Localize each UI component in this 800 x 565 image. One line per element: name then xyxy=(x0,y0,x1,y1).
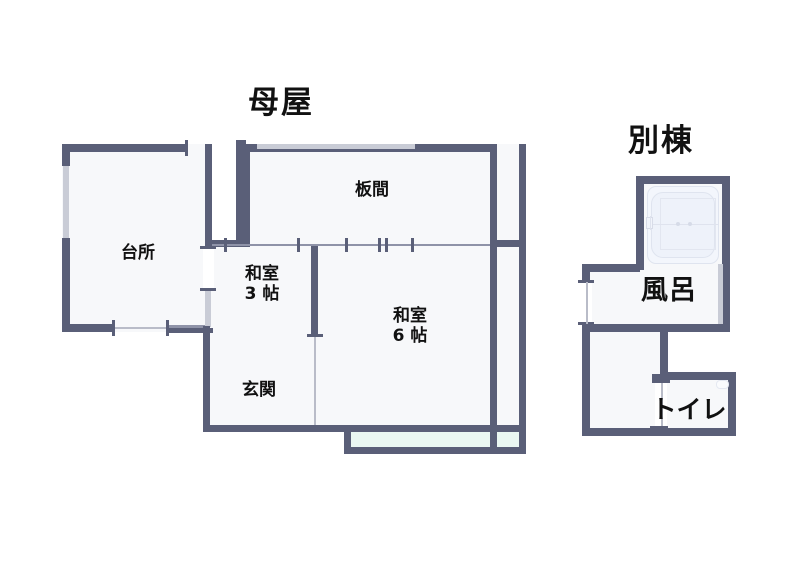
tick-fusuma-2 xyxy=(297,238,300,252)
wall-corridor-right xyxy=(236,144,243,246)
wall-kitchen-right-upper xyxy=(205,144,212,248)
wall-annex-bottom xyxy=(582,428,736,436)
room-annex-hall xyxy=(586,332,668,436)
main-house-title: 母屋 xyxy=(248,85,314,121)
wall-itama-top-right xyxy=(415,144,496,152)
room-itama xyxy=(248,144,496,246)
bathtub-drain-dot-left xyxy=(676,222,680,226)
wall-kitchen-bottom-right-solid xyxy=(169,328,213,333)
tick-kitchen-bottom-right xyxy=(166,320,169,336)
wall-genkan-left xyxy=(203,326,210,432)
wall-kitchen-bottom-left xyxy=(62,324,114,332)
bathtub-faucet-stem xyxy=(650,216,651,230)
wall-toilet-right xyxy=(728,372,736,436)
wall-engawa-south-right xyxy=(519,425,526,454)
annex-title: 別棟 xyxy=(628,123,694,159)
wall-furo-bottom xyxy=(582,324,730,332)
tick-toilet-door-bottom xyxy=(650,426,668,430)
wall-furo-upper-left xyxy=(636,176,644,270)
wall-toilet-left-upper xyxy=(660,332,668,378)
wall-kitchen-top xyxy=(62,144,188,152)
wall-kitchen-left-lower xyxy=(62,238,70,332)
wall-between-washitsu xyxy=(311,246,318,336)
room-genkan xyxy=(203,332,318,432)
room-furo-lower xyxy=(586,264,726,332)
door-line-toilet[interactable] xyxy=(661,383,663,430)
wall-corridor-bottom xyxy=(205,240,250,247)
wall-furo-east xyxy=(723,264,730,328)
wall-engawa-south-bottom xyxy=(344,447,526,454)
tick-kitchen-door-bottom xyxy=(200,288,216,291)
tick-fusuma-5 xyxy=(385,238,388,252)
wall-engawa-cross xyxy=(490,240,526,247)
room-kitchen xyxy=(62,144,210,332)
room-washitsu-6 xyxy=(318,246,496,432)
wall-kitchen-bottom-right xyxy=(169,325,210,328)
label-genkan: 玄関 xyxy=(242,380,276,400)
wall-furo-lower-top xyxy=(582,264,640,272)
bathtub-faucet-icon xyxy=(646,217,653,229)
label-toilet: トイレ xyxy=(651,395,727,424)
label-washitsu-3: 和室 3 帖 xyxy=(232,264,292,304)
door-line-furo-west[interactable] xyxy=(586,282,588,324)
window-furo-east xyxy=(718,264,723,328)
door-kitchen-to-washitsu3[interactable] xyxy=(203,248,214,290)
tick-washitsu-divider-bottom xyxy=(307,334,323,337)
tick-kitchen-bottom-left xyxy=(112,320,115,336)
label-kitchen: 台所 xyxy=(121,243,155,263)
wall-furo-upper-right xyxy=(722,176,730,270)
wall-itama-top-left xyxy=(243,144,257,152)
wall-itama-left xyxy=(243,144,250,246)
wall-engawa-south-top xyxy=(344,425,526,432)
label-washitsu-6-line2: 6 帖 xyxy=(392,326,428,347)
label-itama: 板間 xyxy=(355,180,389,200)
tick-corridor-top xyxy=(236,140,246,144)
wall-furo-left-upper xyxy=(582,264,590,282)
wall-annex-hall-left xyxy=(582,324,590,436)
fusuma-itama-washitsu[interactable] xyxy=(212,244,496,246)
wall-itama-top-mid xyxy=(257,149,415,152)
bathtub-centerline xyxy=(651,224,719,225)
label-furo: 風呂 xyxy=(641,275,697,306)
door-genkan-to-washitsu6[interactable] xyxy=(314,337,316,429)
wall-engawa-south-divider xyxy=(490,425,497,454)
wall-engawa-east-outer xyxy=(519,144,526,432)
wall-engawa-inner xyxy=(490,144,497,432)
wall-toilet-door-jamb xyxy=(652,374,670,383)
label-washitsu-3-line2: 3 帖 xyxy=(244,284,280,305)
label-washitsu-6-line1: 和室 xyxy=(393,306,427,326)
tick-kitchen-top-right xyxy=(185,140,188,156)
tick-furo-door-top xyxy=(578,280,594,283)
wall-engawa-south-left xyxy=(344,425,351,454)
bathtub-drain-dot-right xyxy=(688,222,692,226)
label-washitsu-6: 和室 6 帖 xyxy=(380,306,440,346)
wall-toilet-top xyxy=(660,372,736,380)
wall-kitchen-left-upper xyxy=(62,144,70,166)
window-itama-north xyxy=(257,144,415,149)
toilet-tank-icon xyxy=(716,380,729,389)
label-washitsu-3-line1: 和室 xyxy=(245,264,279,284)
door-kitchen-south[interactable] xyxy=(115,327,168,329)
wall-genkan-bottom xyxy=(203,425,353,432)
bathtub-basin xyxy=(651,192,715,258)
window-washitsu3-west xyxy=(205,291,211,327)
tick-fusuma-4 xyxy=(378,238,381,252)
tick-kitchen-door-top xyxy=(200,246,216,249)
wall-furo-top xyxy=(636,176,730,184)
tick-fusuma-3 xyxy=(345,238,348,252)
room-washitsu-3 xyxy=(203,246,318,332)
window-kitchen-west xyxy=(63,166,69,238)
tick-fusuma-1 xyxy=(224,238,227,252)
tick-fusuma-6 xyxy=(411,238,414,252)
